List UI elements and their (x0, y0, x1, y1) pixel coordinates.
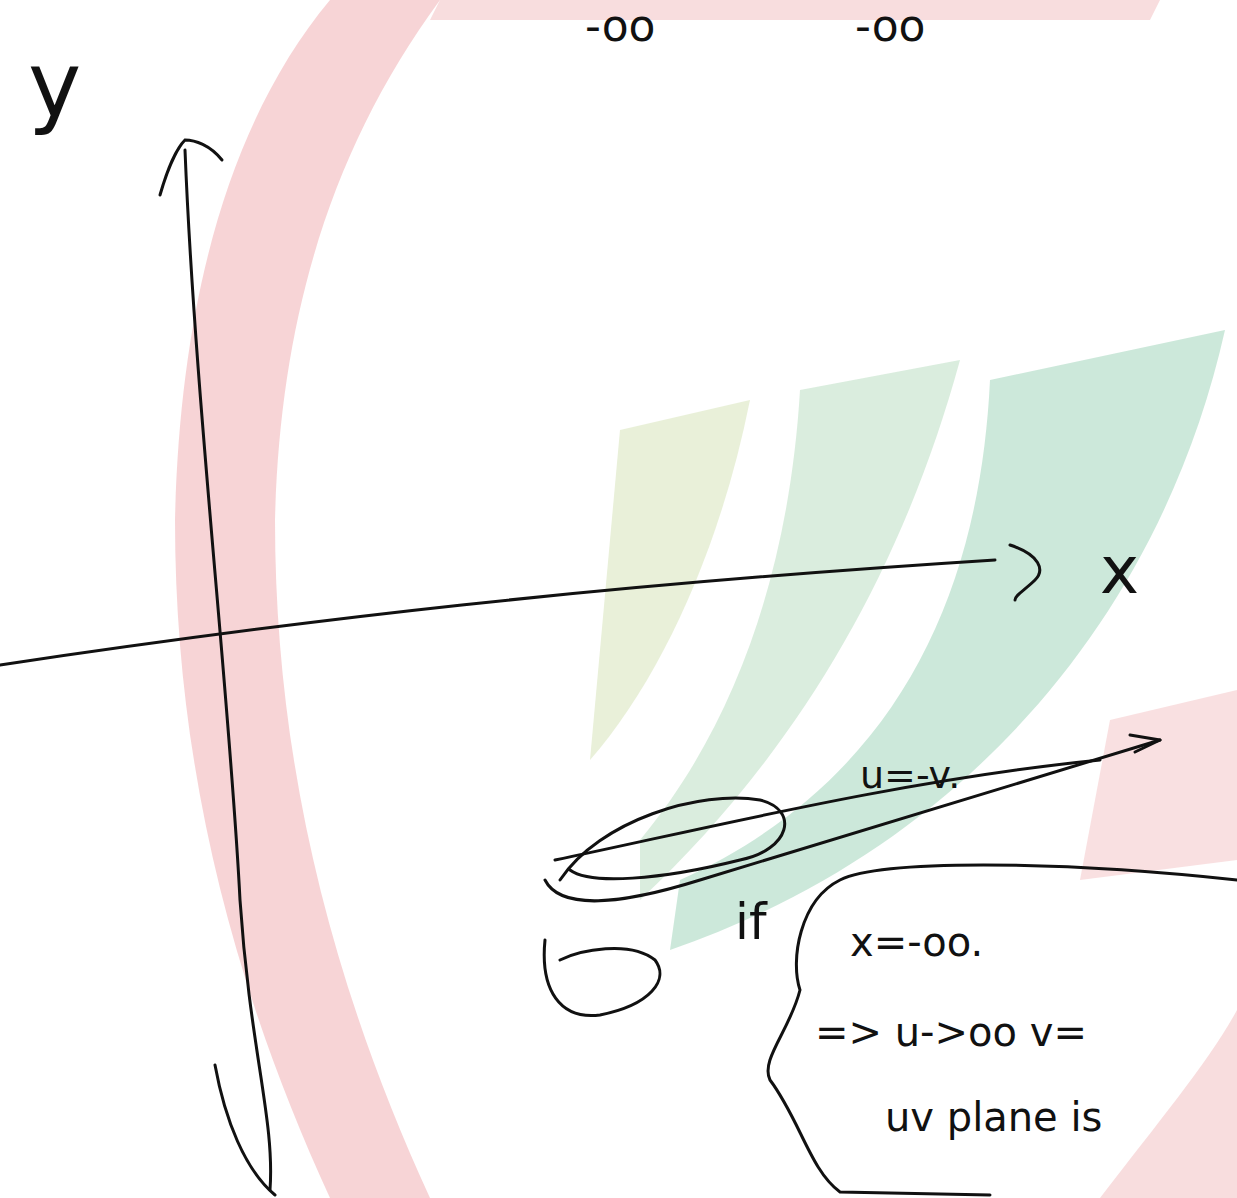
watermark-arc (1080, 690, 1237, 880)
y-axis-arrowhead (160, 140, 222, 195)
condition-word: if (735, 895, 767, 950)
bracket-outline (768, 865, 1237, 1195)
equation-note: u=-v. (860, 755, 960, 797)
arrowhead (1130, 735, 1160, 752)
axis-label: y (28, 35, 81, 134)
scribble-circle (544, 940, 660, 1016)
scribble-line (555, 760, 1100, 860)
watermark-arc (175, 0, 440, 1198)
watermark-arc (1100, 1010, 1237, 1198)
equation-note: => u->oo v= (815, 1010, 1087, 1054)
watermark-arc (430, 0, 1160, 20)
stroke (215, 1065, 275, 1195)
x-axis (0, 560, 995, 665)
scribble-loop (560, 798, 785, 880)
x-axis-arrowhead (1010, 545, 1040, 600)
limit-note: -oo (585, 2, 656, 50)
axis-label: x (1100, 535, 1139, 608)
equation-note: uv plane is (885, 1095, 1102, 1139)
y-axis (185, 150, 271, 1190)
watermark (175, 0, 1237, 1198)
limit-note: -oo (855, 2, 926, 50)
equation-note: x=-oo. (850, 920, 983, 964)
